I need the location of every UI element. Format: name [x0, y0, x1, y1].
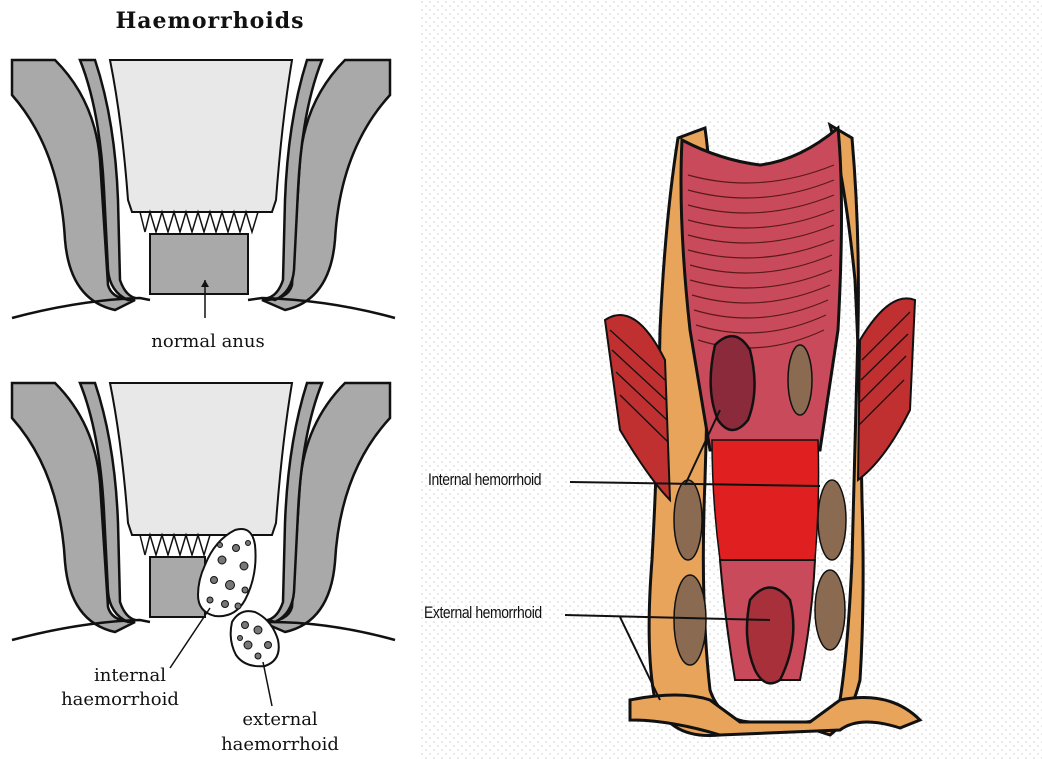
external-haemorrhoid-pointer — [263, 662, 272, 706]
anal-canal-red — [712, 440, 819, 560]
haem-rectum-lumen — [110, 383, 292, 535]
haemorrhoid-diagram — [12, 383, 395, 706]
internal-haemorrhoid-label-line2: haemorrhoid — [40, 688, 200, 711]
internal-haemorrhoid-label-line1: internal — [60, 664, 200, 687]
rectal-mucosa — [681, 128, 842, 450]
external-hemorrhoid-label: External hemorrhoid — [424, 603, 542, 623]
normal-rectum-lumen — [110, 60, 292, 212]
haem-skin-line — [12, 620, 395, 640]
normal-skin-line — [12, 298, 395, 318]
haem-mucosal-fringe — [140, 535, 210, 555]
external-haemorrhoid-label-line1: external — [220, 708, 340, 731]
left-diagram-panel: Haemorrhoids — [0, 0, 420, 759]
right-illustration-panel: Internal hemorrhoid External hemorrhoid — [420, 0, 1042, 759]
hemorrhoid-color-illustration — [420, 0, 1042, 759]
external-haemorrhoid-label-line2: haemorrhoid — [200, 733, 360, 756]
normal-anus-label: normal anus — [128, 330, 288, 353]
normal-anus-diagram — [12, 60, 395, 318]
normal-anal-canal — [150, 234, 248, 294]
internal-hemorrhoid-label: Internal hemorrhoid — [428, 470, 541, 490]
normal-mucosal-fringe — [140, 212, 258, 232]
haemorrhoid-cross-sections — [0, 0, 420, 759]
haem-anal-canal — [150, 557, 205, 617]
